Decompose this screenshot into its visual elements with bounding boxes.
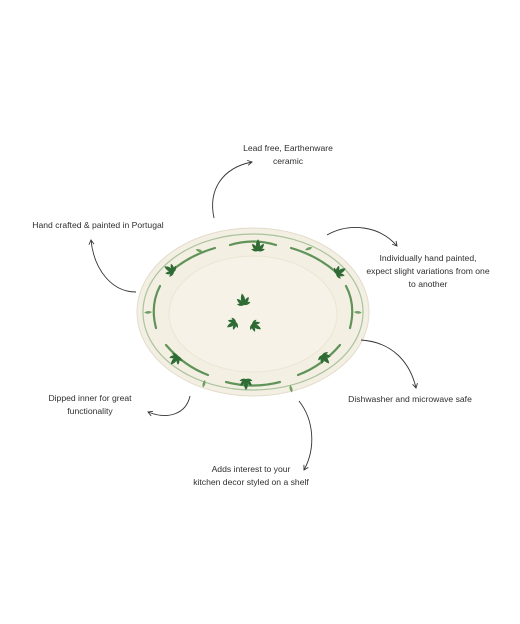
- feature-kitchen-decor: Adds interest to your kitchen decor styl…: [193, 464, 309, 487]
- feature-lead-free: Lead free, Earthenware ceramic: [243, 143, 333, 166]
- curved-arrow-icon: [88, 159, 418, 471]
- feature-dishwasher-safe: Dishwasher and microwave safe: [348, 394, 472, 404]
- feature-hand-crafted: Hand crafted & painted in Portugal: [32, 220, 164, 230]
- feature-hand-painted: Individually hand painted, expect slight…: [366, 253, 490, 289]
- plate: [136, 227, 370, 397]
- feature-dipped-inner: Dipped inner for great functionality: [48, 393, 132, 416]
